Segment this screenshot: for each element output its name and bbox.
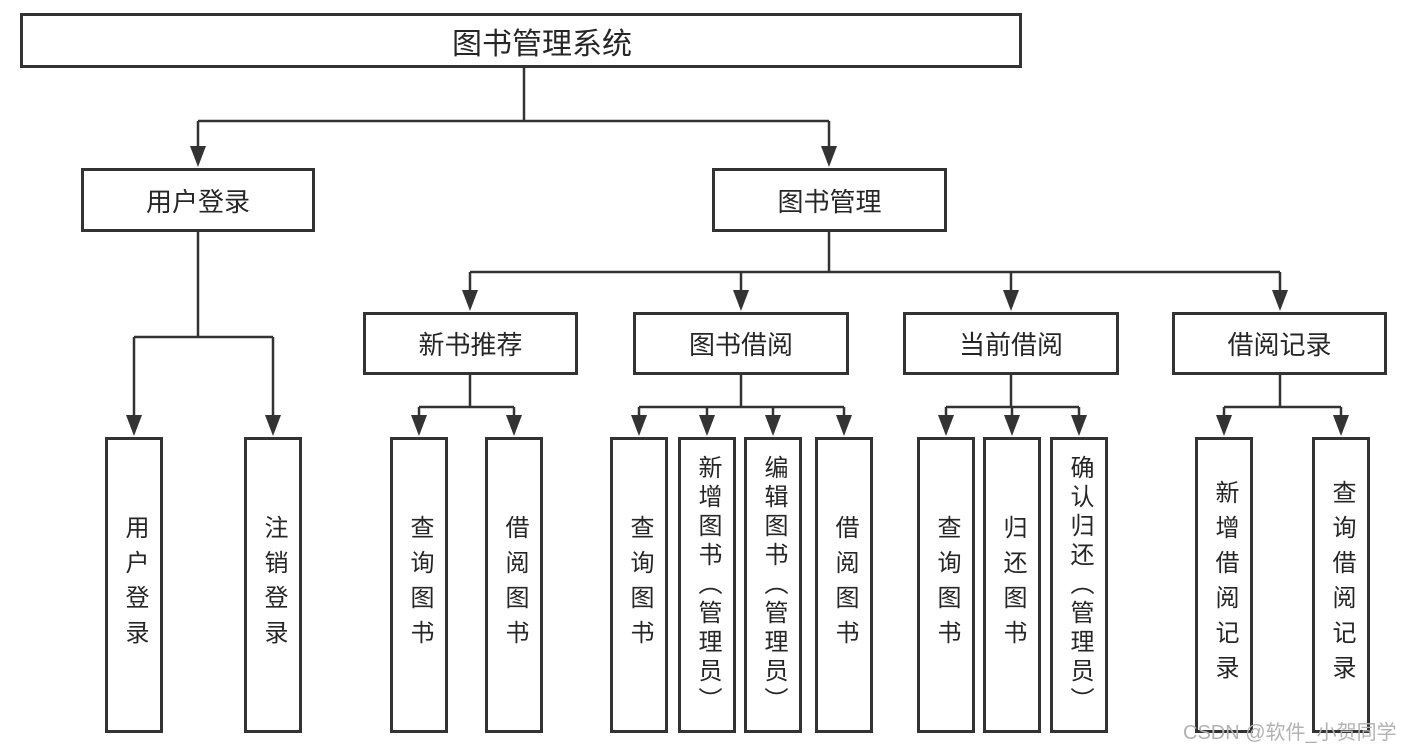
arrow-down-icon: [190, 146, 206, 167]
node-recommend-borrow-books: 借阅图书: [485, 437, 543, 733]
arrow-down-icon: [631, 415, 647, 436]
node-book-borrow-label: 图书借阅: [688, 330, 793, 360]
connector-current-to-children: [938, 375, 1087, 436]
arrow-down-icon: [462, 290, 478, 311]
node-records-add-borrow-record: 新增借阅记录: [1195, 437, 1253, 733]
leaf-label: 借阅图书: [831, 515, 858, 655]
node-user-login-action: 用户登录: [105, 437, 163, 733]
node-current-borrow: 当前借阅: [903, 312, 1119, 375]
node-borrow-query-books: 查询图书: [610, 437, 668, 733]
node-current-return-books: 归还图书: [983, 437, 1041, 733]
leaf-label: 查询图书: [626, 515, 653, 655]
arrow-down-icon: [821, 146, 837, 167]
arrow-down-icon: [1004, 415, 1020, 436]
arrow-down-icon: [699, 415, 715, 436]
node-current-query-books: 查询图书: [917, 437, 975, 733]
leaf-label: 注销登录: [260, 515, 287, 655]
leaf-label: 新增借阅记录: [1211, 480, 1238, 690]
leaf-label: 借阅图书: [501, 515, 528, 655]
arrow-down-icon: [506, 415, 522, 436]
node-records-query-borrow-record: 查询借阅记录: [1312, 437, 1370, 733]
arrow-down-icon: [1003, 290, 1019, 311]
arrow-down-icon: [1333, 415, 1349, 436]
arrow-down-icon: [765, 415, 781, 436]
leaf-label: 用户登录: [121, 515, 148, 655]
node-user-login: 用户登录: [81, 168, 315, 232]
node-book-management: 图书管理: [712, 168, 947, 232]
leaf-label: 新增图书（管理员）: [694, 454, 721, 716]
node-book-borrow: 图书借阅: [633, 312, 849, 375]
leaf-label: 确认归还（管理员）: [1066, 454, 1093, 716]
node-current-confirm-return-admin: 确认归还（管理员）: [1050, 437, 1108, 733]
node-root: 图书管理系统: [20, 13, 1022, 68]
arrow-down-icon: [938, 415, 954, 436]
connector-recommend-to-children: [411, 375, 522, 436]
arrow-down-icon: [733, 290, 749, 311]
arrow-down-icon: [411, 415, 427, 436]
node-borrow-borrow-books: 借阅图书: [815, 437, 873, 733]
node-borrow-records-label: 借阅记录: [1227, 330, 1332, 360]
watermark: CSDN @软件_小贺同学: [1183, 722, 1397, 744]
node-borrow-edit-books-admin: 编辑图书（管理员）: [744, 437, 802, 733]
leaf-label: 查询借阅记录: [1328, 480, 1355, 690]
arrow-down-icon: [1071, 415, 1087, 436]
node-recommend-query-books: 查询图书: [390, 437, 448, 733]
arrow-down-icon: [265, 415, 281, 436]
leaf-label: 归还图书: [999, 515, 1026, 655]
connector-user-login-to-children: [126, 232, 281, 436]
connector-root-to-level2: [190, 68, 837, 167]
node-current-borrow-label: 当前借阅: [958, 330, 1063, 360]
arrow-down-icon: [836, 415, 852, 436]
leaf-label: 查询图书: [406, 515, 433, 655]
node-logout-action: 注销登录: [244, 437, 302, 733]
arrow-down-icon: [126, 415, 142, 436]
node-new-book-recommend: 新书推荐: [363, 312, 578, 375]
arrow-down-icon: [1216, 415, 1232, 436]
node-root-label: 图书管理系统: [452, 27, 632, 61]
node-book-management-label: 图书管理: [777, 186, 882, 217]
node-borrow-add-books-admin: 新增图书（管理员）: [678, 437, 736, 733]
node-new-book-recommend-label: 新书推荐: [418, 330, 523, 360]
node-user-login-label: 用户登录: [145, 186, 250, 217]
connector-book-mgmt-to-level3: [462, 232, 1288, 311]
node-borrow-records: 借阅记录: [1172, 312, 1387, 375]
leaf-label: 编辑图书（管理员）: [760, 454, 787, 716]
connector-records-to-children: [1216, 375, 1349, 436]
arrow-down-icon: [1272, 290, 1288, 311]
connector-borrow-to-children: [631, 375, 852, 436]
leaf-label: 查询图书: [933, 515, 960, 655]
